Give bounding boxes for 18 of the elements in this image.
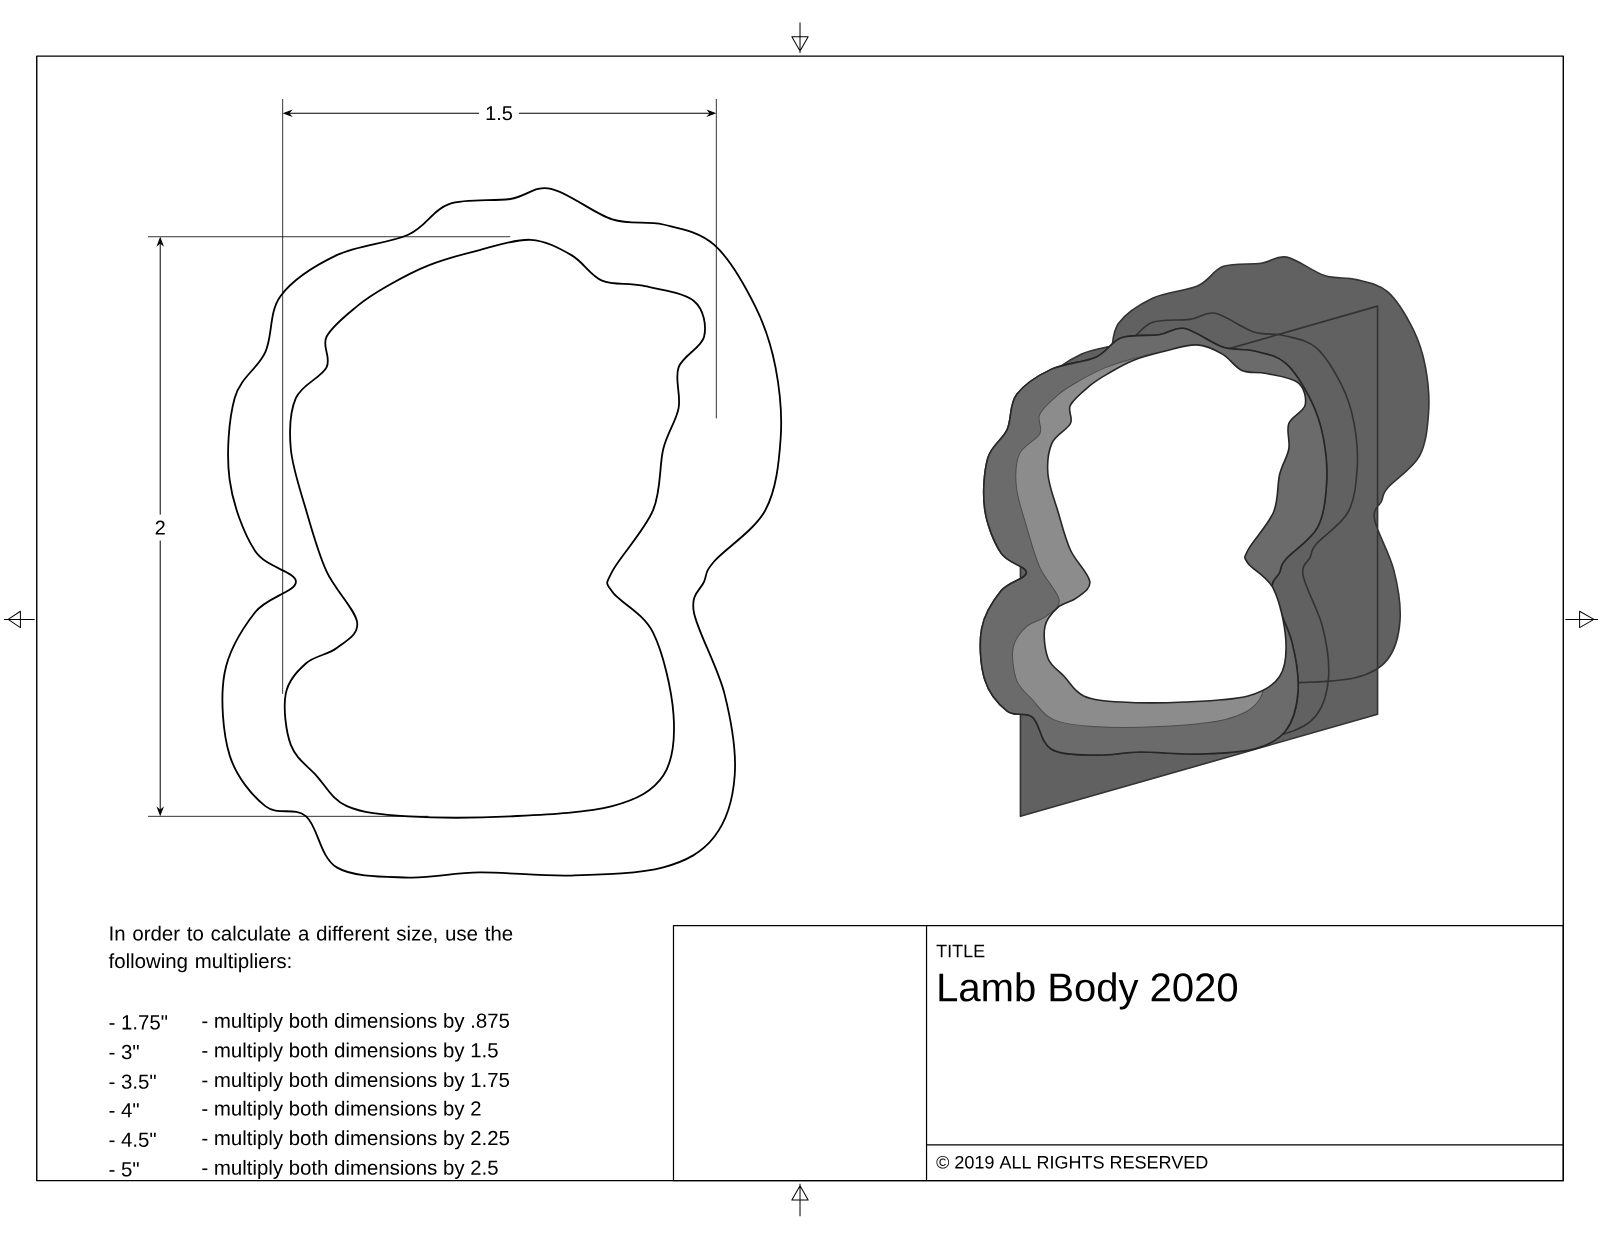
multiplier-text: - multiply both dimensions by .875 [202,1013,510,1033]
multiplier-text: - multiply both dimensions by 1.5 [202,1042,498,1062]
size-text: - 4.5" [109,1132,156,1148]
size-text: - 5" [109,1162,139,1177]
size-text: - 1.75" [109,1015,168,1030]
dimension-label: 2 [148,514,172,541]
size-text: - 4" [109,1103,139,1118]
copyright-text: © 2019 ALL RIGHTS RESERVED [936,1156,1208,1169]
dimension-label: 1.5 [479,100,519,127]
note-text: In order to calculate a different size, use the following multipliers: [108,925,513,973]
multiplier-text: - multiply both dimensions by 2.25 [202,1130,510,1150]
multiplier-text: - multiply both dimensions by 1.75 [202,1072,510,1092]
size-text: - 3.5" [109,1074,156,1089]
multiplier-text: - multiply both dimensions by 2.5 [202,1160,498,1180]
multiplier-text: - multiply both dimensions by 2 [202,1100,481,1120]
size-text: - 3" [109,1045,139,1060]
field-label: TITLE [936,945,985,958]
title-text: Lamb Body 2020 [939,972,1238,1010]
